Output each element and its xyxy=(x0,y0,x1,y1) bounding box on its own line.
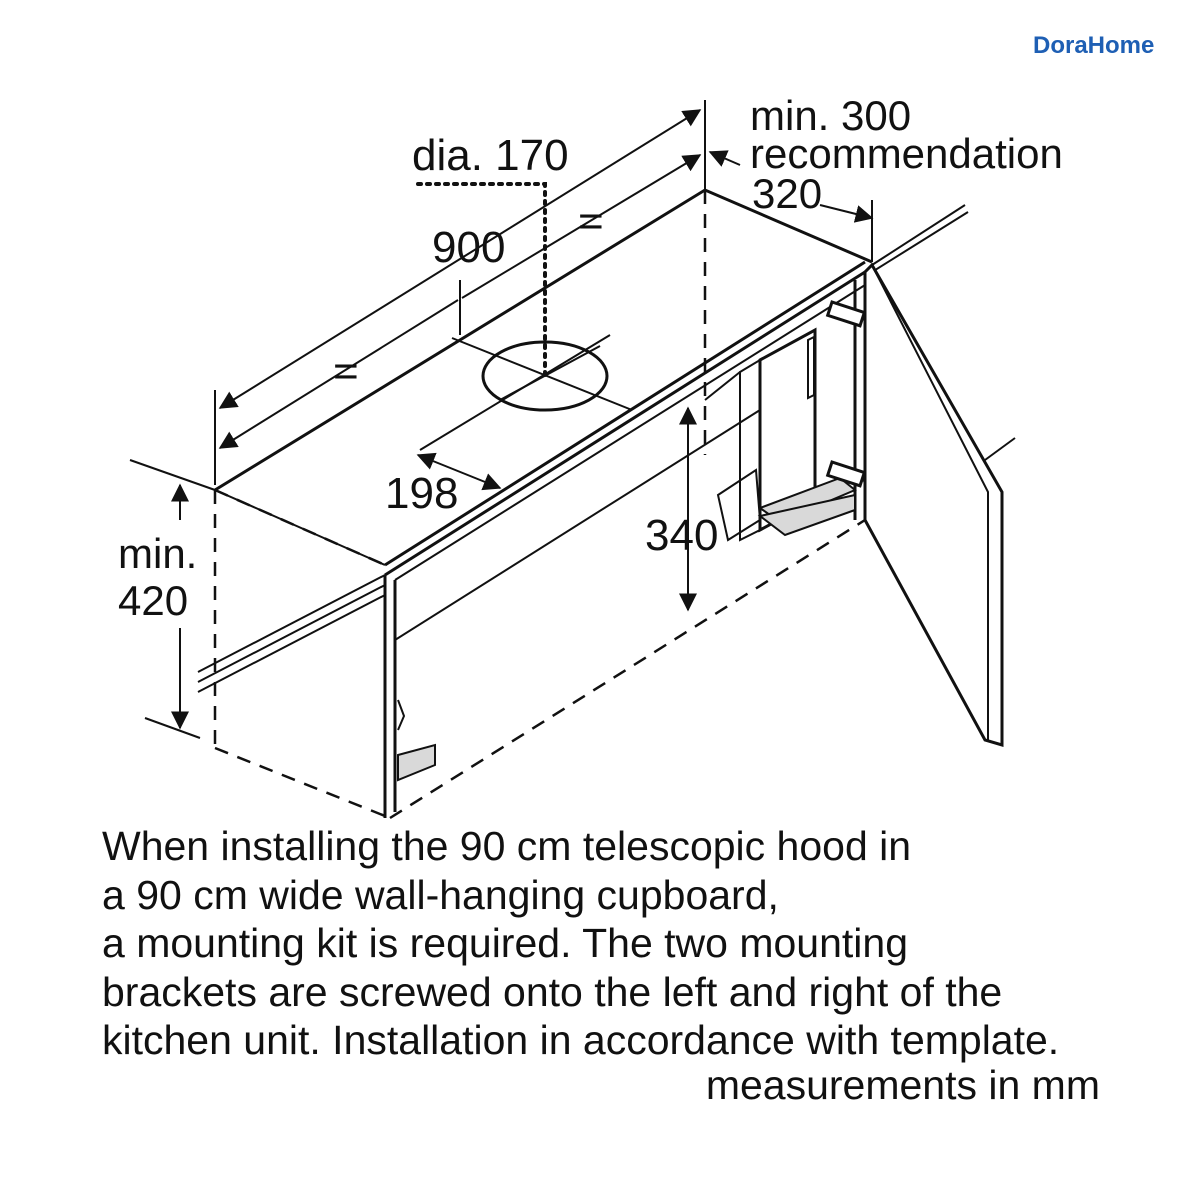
height-340-label: 340 xyxy=(645,511,718,560)
units-note: measurements in mm xyxy=(705,1062,1100,1108)
diameter-label: dia. 170 xyxy=(412,131,569,180)
depth-320-label: 320 xyxy=(752,170,822,217)
min-300-label: min. 300 xyxy=(750,92,911,139)
equal-left-label: = xyxy=(333,347,359,396)
cupboard-door xyxy=(863,262,1004,748)
note-line-5: kitchen unit. Installation in accordance… xyxy=(102,1017,1060,1063)
width-dimension-lines xyxy=(214,100,874,491)
dorahome-logo: DoraHome xyxy=(1033,32,1155,59)
equal-right-label: = xyxy=(578,197,604,246)
min-420-label: 420 xyxy=(118,577,188,624)
width-900-label: 900 xyxy=(432,223,505,272)
recommendation-label: recommendation xyxy=(750,130,1063,177)
note-line-2: a 90 cm wide wall-hanging cupboard, xyxy=(102,871,779,918)
height-dimension-lines xyxy=(144,406,697,739)
cupboard-interior xyxy=(383,272,867,818)
note-line-4: brackets are screwed onto the left and r… xyxy=(102,968,1003,1015)
note-line-3: a mounting kit is required. The two moun… xyxy=(102,920,909,966)
note-line-1: When installing the 90 cm telescopic hoo… xyxy=(102,823,912,869)
installation-note: When installing the 90 cm telescopic hoo… xyxy=(102,822,1102,1065)
offset-198-label: 198 xyxy=(385,469,458,518)
min-label: min. xyxy=(118,530,197,577)
wall-rails xyxy=(129,204,1016,693)
cupboard-installation-drawing: dia. 170 900 = = min. 300 recommendation… xyxy=(118,92,1063,820)
